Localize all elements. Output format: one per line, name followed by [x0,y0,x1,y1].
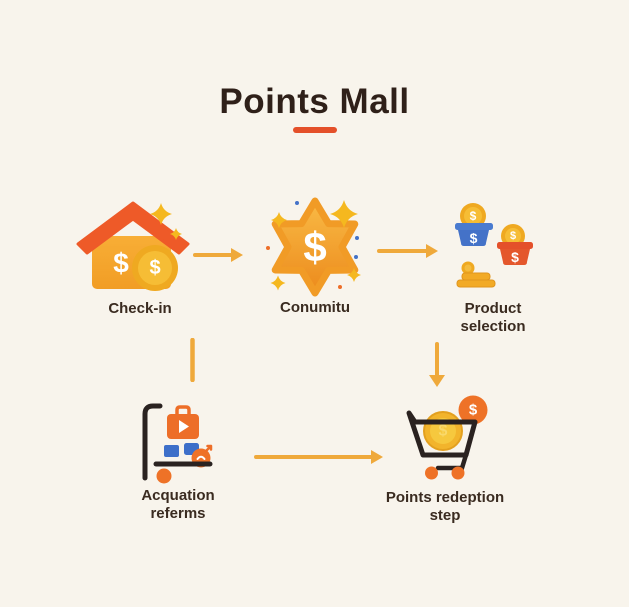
house-roof [76,201,190,255]
step-label-checkin: Check-in [108,300,172,317]
confetti-dot [266,246,270,250]
connector-checkin-down [188,338,197,382]
cart-wheel [451,466,465,480]
tiny-arrow-icon [204,444,213,453]
cart-body [406,410,478,458]
house-dollar-text: $ [113,248,129,279]
blue-package [164,445,179,457]
star-dollar-badge-icon: $ [260,195,370,305]
star-dollar-text: $ [303,224,326,271]
svg-text:$: $ [470,230,478,246]
blue-basket-rim [455,223,493,230]
cart-with-coin-icon: $ $ [396,392,496,487]
sparkle-icon [347,268,361,282]
cart-wheel [425,466,438,480]
svg-text:$: $ [470,209,477,223]
sparkle-icon [330,200,358,228]
sparkle-icon [170,228,182,240]
confetti-dot [355,236,359,240]
svg-text:$: $ [439,423,448,440]
svg-text:$: $ [469,402,478,419]
title-underline [293,127,337,133]
coin-dollar-text: $ [149,257,160,279]
step-label-consume: Conumitu [280,299,350,316]
trolley-wheel [156,468,172,484]
svg-text:$: $ [510,230,516,242]
house-with-coin-icon: $ $ [75,200,193,296]
red-basket-rim [497,242,533,249]
baskets-and-coins-icon: $ $ $ $ [443,198,543,293]
play-icon [179,420,189,433]
step-label-acquisition: Acquation referms [141,487,215,522]
sparkle-icon [271,212,287,228]
briefcase-handle [175,405,191,414]
dollar-badge-icon [458,395,488,425]
six-point-star [271,197,359,297]
red-basket [500,249,530,265]
trolley-with-goods-icon [136,398,216,488]
arrow-checkin-to-consume [193,246,245,264]
arrow-consume-to-product [377,242,441,260]
svg-text:$: $ [511,249,519,265]
arrow-product-to-redemption [426,342,448,390]
trolley-handle [142,403,163,481]
page-title: Points Mall [219,82,410,121]
step-label-product-selection: Product selection [460,300,526,335]
confetti-dot [354,255,358,259]
step-label-redemption: Points redeption step [385,489,505,524]
sparkle-icon [270,275,286,291]
confetti-dot [295,201,299,205]
blue-basket [458,230,489,246]
arrow-acquisition-to-redemption [254,448,386,466]
confetti-dot [338,285,342,289]
sparkle-icon [150,203,172,225]
